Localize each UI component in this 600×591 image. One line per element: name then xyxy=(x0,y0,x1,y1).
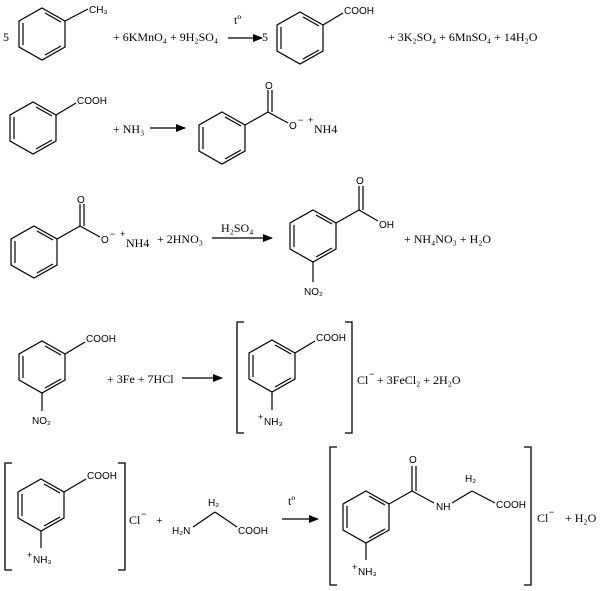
condition-heat: tº xyxy=(288,494,295,508)
left-bracket xyxy=(236,321,244,434)
methylene-label: H₂ xyxy=(465,474,476,485)
ammonium-group: NH₃ xyxy=(264,417,283,428)
carboxyl-label: COOH xyxy=(344,6,374,17)
byproducts: + 3K₂SO₄ + 6MnSO₄ + 14H₂O xyxy=(388,30,538,44)
nitrobenzoic-acid-ring xyxy=(18,340,86,411)
reaction-1: 5 CH₃ + 6KMnO₄ + 9H₂SO₄ tº 5 COOH + 3K₂S… xyxy=(3,5,538,65)
reagents: + NH₃ xyxy=(113,122,144,136)
benzoic-acid-ring xyxy=(276,11,344,65)
reagents: + 3Fe + 7HCl xyxy=(107,372,174,386)
toluene-ring xyxy=(18,7,89,61)
ammonium-group: NH₃ xyxy=(33,555,52,566)
right-bracket xyxy=(118,462,126,571)
carboxyl-label: COOH xyxy=(77,96,107,107)
minus-charge: − xyxy=(141,509,146,519)
plus-charge: + xyxy=(308,115,313,125)
right-bracket xyxy=(524,446,532,586)
plus-charge: + xyxy=(352,562,357,572)
carboxyl-label: COOH xyxy=(238,526,268,537)
ammonium-label: NH4 xyxy=(126,236,149,250)
minus-charge: − xyxy=(298,115,303,125)
carbonyl-oxygen: O xyxy=(77,195,85,206)
glycine-skeleton xyxy=(192,511,238,528)
chloride-ion: Cl xyxy=(129,513,141,527)
carbonyl-oxygen: O xyxy=(265,81,273,92)
carbonyl-oxygen: O xyxy=(409,455,417,466)
right-bracket xyxy=(345,321,353,434)
plus-charge: + xyxy=(27,550,32,560)
nitro-label: NO₂ xyxy=(304,287,323,298)
hydroxyl-label: OH xyxy=(379,220,394,231)
carboxyl-label: COOH xyxy=(496,500,526,511)
reaction-4: COOH NO₂ + 3Fe + 7HCl COOH + NH₃ Cl − + … xyxy=(18,321,461,434)
carboxyl-label: COOH xyxy=(316,333,346,344)
reaction-2: COOH + NH₃ O O − + NH4 xyxy=(9,81,337,165)
nitrobenzoic-acid-ring xyxy=(289,186,379,282)
byproducts: + NH₄NO₃ + H₂O xyxy=(404,232,491,246)
minus-charge: − xyxy=(369,369,374,379)
carboxyl-label: COOH xyxy=(87,471,117,482)
reagents: + 6KMnO₄ + 9H₂SO₄ xyxy=(113,30,218,44)
benzoate-ring xyxy=(198,90,289,165)
amine-label: H₂N xyxy=(172,526,190,537)
coefficient-left: 5 xyxy=(3,30,9,44)
reaction-3: O O − + NH4 + 2HNO₃ H₂SO₄ O OH NO₂ + NH₄… xyxy=(10,176,491,298)
methyl-label: CH₃ xyxy=(89,5,108,16)
chloride-ion: Cl xyxy=(537,511,549,525)
methylene-label: H₂ xyxy=(208,498,219,509)
nitro-label: NO₂ xyxy=(32,416,51,427)
left-bracket xyxy=(329,446,337,586)
aminobenzoic-ring xyxy=(248,339,316,410)
plus-charge: + xyxy=(258,412,263,422)
plus-sign: + xyxy=(156,513,163,527)
carboxylate-oxygen: O xyxy=(101,235,109,246)
hippuric-ring xyxy=(342,466,496,560)
carbonyl-oxygen: O xyxy=(356,176,364,187)
ammonium-label: NH4 xyxy=(314,122,337,136)
carboxyl-label: COOH xyxy=(86,334,116,345)
amide-nh-label: NH xyxy=(436,502,450,513)
byproducts: + 3FeCl₂ + 2H₂O xyxy=(377,373,461,387)
left-bracket xyxy=(4,462,12,571)
coefficient-right: 5 xyxy=(262,30,268,44)
minus-charge: − xyxy=(110,229,115,239)
minus-charge: − xyxy=(549,507,554,517)
plus-charge: + xyxy=(120,229,125,239)
condition-heat: tº xyxy=(234,13,241,27)
ammonium-group: NH₃ xyxy=(358,567,377,578)
byproducts: + H₂O xyxy=(565,511,597,525)
carboxylate-oxygen: O xyxy=(289,121,297,132)
benzoate-ring xyxy=(10,204,101,279)
benzoic-acid-ring xyxy=(9,101,77,155)
reagents: + 2HNO₃ xyxy=(157,232,203,246)
chloride-ion: Cl xyxy=(357,373,369,387)
reaction-5: COOH + NH₃ Cl − + H₂ H₂N COOH tº xyxy=(4,446,597,586)
condition-catalyst: H₂SO₄ xyxy=(221,221,253,235)
aminobenzoic-ring xyxy=(17,478,87,548)
